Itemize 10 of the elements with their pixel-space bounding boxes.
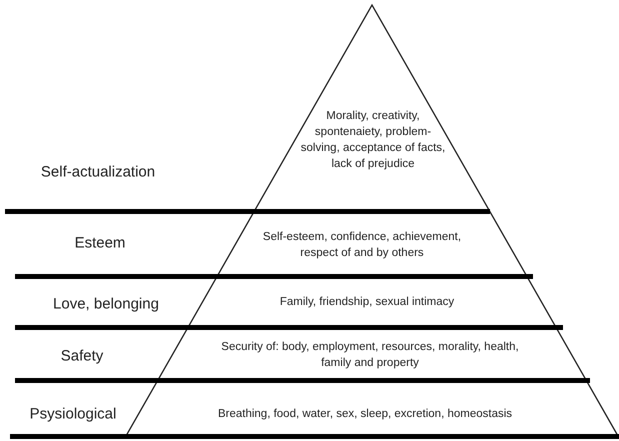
level-name: Self-actualization	[40, 164, 156, 180]
level-description: Self-esteem, confidence, achievement, respect of and by others	[262, 230, 462, 261]
level-name: Safety	[60, 348, 104, 364]
level-description: Breathing, food, water, sex, sleep, excretion, homeostasis	[216, 407, 514, 422]
level-description: Security of: body, employment, resources, morality, health, family and property	[220, 340, 520, 371]
level-name: Esteem	[74, 234, 126, 252]
level-description: Morality, creativity, spontenaiety, problem-solving, acceptance of facts, lack of prejudice	[300, 109, 446, 172]
level-name: Love, belonging	[53, 296, 159, 312]
level-description: Family, friendship, sexual intimacy	[278, 295, 456, 310]
level-name: Psysiological	[30, 406, 116, 422]
